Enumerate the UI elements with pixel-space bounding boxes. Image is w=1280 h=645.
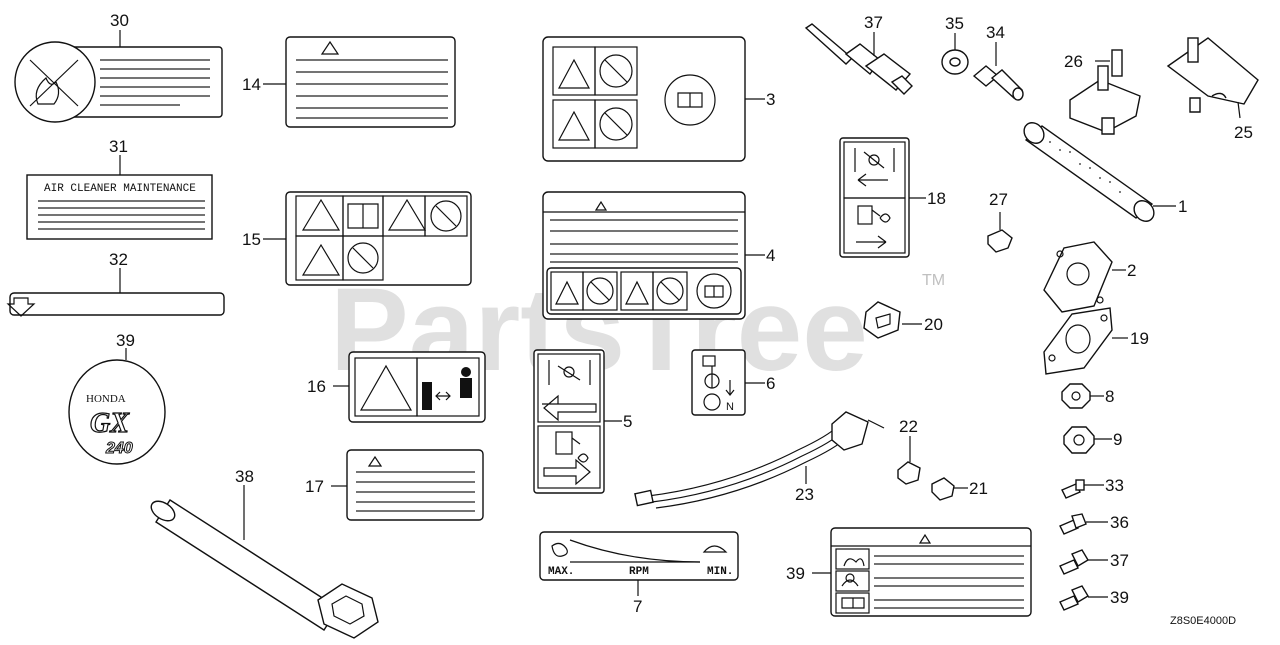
part-32-washer[interactable]: 35 [941, 14, 969, 75]
callout-35: 39 [1110, 588, 1129, 607]
part-34-bolt[interactable]: 37 [1059, 549, 1129, 575]
part-16-label[interactable]: 16 [307, 351, 486, 423]
part-31-fitting[interactable]: 34 [972, 23, 1024, 101]
callout-26: 27 [989, 190, 1008, 209]
callout-32: 35 [945, 14, 964, 33]
part-20-clip[interactable]: 20 [863, 301, 943, 339]
callout-37: 39 [116, 331, 135, 350]
part-15-label[interactable]: 15 [242, 191, 472, 286]
part-9-nut[interactable]: 9 [1063, 426, 1122, 454]
callout-19: 19 [1130, 329, 1149, 348]
part-26-grommet[interactable]: 27 [987, 190, 1013, 253]
part-30-bolt[interactable]: 33 [1061, 476, 1124, 499]
callout-38: 38 [235, 467, 254, 486]
part-19-gasket[interactable]: 19 [1043, 307, 1149, 375]
callout-5: 5 [623, 412, 632, 431]
callout-7: 7 [633, 597, 642, 616]
part-38-wrench[interactable]: 38 [148, 467, 379, 639]
part-37-emblem[interactable]: HONDA GX 240 39 [68, 331, 166, 465]
rpm-min: MIN. [707, 566, 733, 578]
part-39-label[interactable]: 39 [786, 527, 1032, 617]
part-25-mount[interactable]: 26 [1064, 49, 1141, 135]
callout-25: 26 [1064, 52, 1083, 71]
part-8-nut[interactable]: 8 [1061, 383, 1114, 409]
rpm-max: MAX. [548, 566, 574, 578]
callout-17: 17 [305, 477, 324, 496]
emblem-honda: HONDA [86, 393, 126, 405]
callout-8: 8 [1105, 387, 1114, 406]
callout-1: 1 [1178, 197, 1187, 216]
part-2-gasket[interactable]: 2 [1043, 241, 1136, 313]
part-17-label[interactable]: 17 [305, 449, 484, 521]
part-22-clip[interactable]: 22 [897, 417, 921, 485]
callout-36: 37 [864, 13, 883, 32]
diagram-code: Z8S0E4000D [1170, 615, 1236, 627]
part-27-label[interactable]: 30 [14, 11, 223, 123]
callout-15: 15 [242, 230, 261, 249]
part-28-label[interactable]: AIR CLEANER MAINTENANCE 31 [26, 137, 213, 240]
callout-3: 3 [766, 90, 775, 109]
callout-33: 36 [1110, 513, 1129, 532]
callout-6: 6 [766, 374, 775, 393]
callout-39: 39 [786, 564, 805, 583]
callout-20: 20 [924, 315, 943, 334]
watermark-tm: TM [922, 272, 945, 289]
rpm-label: RPM [629, 566, 649, 578]
callout-34: 37 [1110, 551, 1129, 570]
callout-30: 33 [1105, 476, 1124, 495]
part-5-label[interactable]: 5 [533, 349, 632, 494]
part-33-bolt[interactable]: 36 [1059, 513, 1129, 535]
callout-16: 16 [307, 377, 326, 396]
svg-text:N: N [726, 401, 734, 413]
callout-24: 25 [1234, 123, 1253, 142]
part-21-clip[interactable]: 21 [931, 477, 988, 501]
callout-9: 9 [1113, 430, 1122, 449]
callout-2: 2 [1127, 261, 1136, 280]
callout-23: 23 [795, 485, 814, 504]
part-29-label[interactable]: 32 [6, 250, 225, 317]
callout-31: 34 [986, 23, 1005, 42]
callout-28: 31 [109, 137, 128, 156]
part-14-label[interactable]: 14 [242, 36, 456, 128]
callout-18: 18 [927, 189, 946, 208]
callout-27: 30 [110, 11, 129, 30]
part-36-spark-plug[interactable]: 37 [804, 13, 913, 95]
callout-29: 32 [109, 250, 128, 269]
part-4-label[interactable]: 4 [542, 191, 775, 320]
part-6-label[interactable]: N 6 [691, 349, 775, 416]
part-7-label[interactable]: MAX. RPM MIN. 7 [539, 531, 739, 616]
part-1-hose[interactable]: 1 [1020, 119, 1187, 225]
emblem-model: 240 [105, 440, 133, 457]
part-35-bolt[interactable]: 39 [1059, 585, 1129, 611]
part-24-bracket[interactable]: 25 [1166, 37, 1259, 142]
callout-21: 21 [969, 479, 988, 498]
emblem-gx: GX [90, 408, 130, 439]
part-23-wire-harness[interactable]: 23 [634, 411, 885, 509]
part-3-label[interactable]: 3 [542, 36, 775, 162]
air-cleaner-label: AIR CLEANER MAINTENANCE [44, 183, 196, 195]
callout-22: 22 [899, 417, 918, 436]
callout-14: 14 [242, 75, 261, 94]
callout-4: 4 [766, 246, 775, 265]
part-18-label[interactable]: 18 [839, 137, 946, 258]
